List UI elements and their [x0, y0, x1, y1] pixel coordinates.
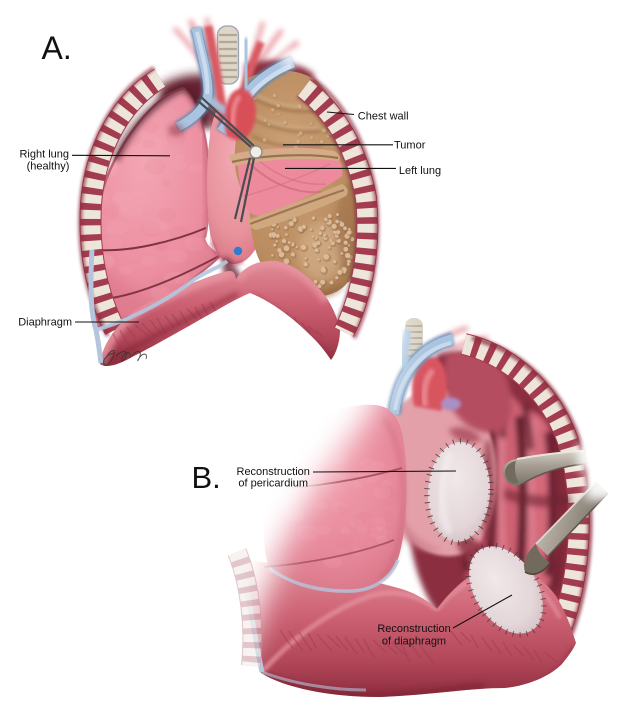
svg-text:(healthy): (healthy)	[27, 161, 70, 173]
svg-text:of pericardium: of pericardium	[238, 478, 308, 490]
svg-text:Left lung: Left lung	[399, 165, 441, 177]
svg-text:B.: B.	[192, 460, 221, 495]
svg-text:Diaphragm: Diaphragm	[18, 317, 72, 329]
svg-text:A.: A.	[42, 30, 72, 66]
svg-text:Right lung: Right lung	[19, 149, 69, 161]
svg-text:Tumor: Tumor	[394, 139, 426, 151]
svg-text:of diaphragm: of diaphragm	[382, 636, 446, 648]
svg-text:Chest wall: Chest wall	[358, 110, 409, 122]
svg-text:Reconstruction: Reconstruction	[377, 623, 450, 635]
svg-text:Reconstruction: Reconstruction	[237, 466, 310, 478]
